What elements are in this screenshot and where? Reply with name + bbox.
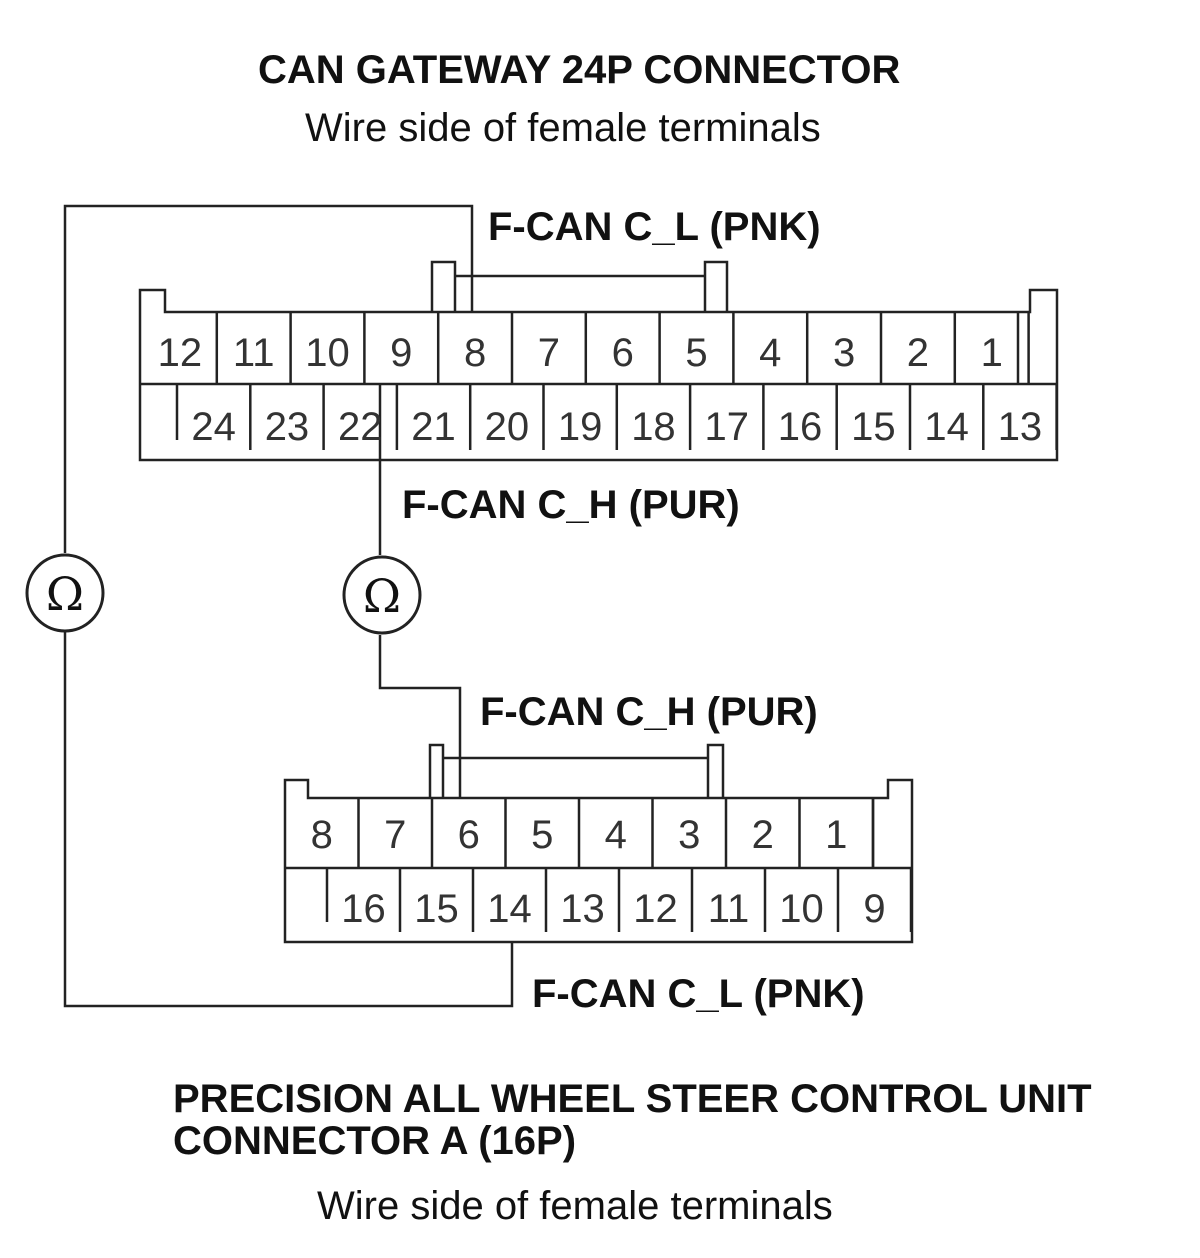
top-row2-pin-21: 21	[411, 405, 456, 449]
top-connector-housing	[138, 260, 1059, 462]
top-row2-pin-15: 15	[851, 405, 896, 449]
bot-row2-pin-11: 11	[708, 887, 750, 931]
bottom-connector-title-line1: PRECISION ALL WHEEL STEER CONTROL UNIT	[173, 1077, 1092, 1121]
top-row1-pin-6: 6	[612, 331, 634, 375]
ohm-symbol-right: Ω	[363, 569, 401, 623]
top-row1-pin-11: 11	[233, 331, 275, 375]
top-row2-pin-13: 13	[998, 405, 1043, 449]
bot-row2-pin-16: 16	[341, 887, 386, 931]
top-row1-pin-7: 7	[538, 331, 560, 375]
bottom-row1-pins: 8 7 6 5 4 3 2 1	[311, 813, 848, 857]
ohm-symbol-left: Ω	[46, 567, 84, 621]
top-row1-pin-4: 4	[759, 331, 781, 375]
top-row2-pin-20: 20	[485, 405, 530, 449]
top-row1-pin-5: 5	[685, 331, 707, 375]
bottom-connector-title-line2: CONNECTOR A (16P)	[173, 1119, 577, 1163]
bot-row1-pin-3: 3	[678, 813, 700, 857]
top-row1-pin-9: 9	[390, 331, 412, 375]
top-row2-pin-19: 19	[558, 405, 603, 449]
top-row2-pin-24: 24	[191, 405, 236, 449]
top-row1-pins: 12 11 10 9 8 7 6 5 4 3 2 1	[158, 331, 1003, 375]
top-connector-subtitle: Wire side of female terminals	[305, 106, 821, 150]
top-row2-pin-17: 17	[705, 405, 750, 449]
wire-f-can-c-l-outer-top	[63, 204, 474, 553]
ohmmeter-right-icon	[342, 555, 422, 635]
wire-label-bottom-pin14: F-CAN C_L (PNK)	[532, 972, 865, 1016]
bot-row1-pin-6: 6	[458, 813, 480, 857]
bot-row2-pin-15: 15	[414, 887, 459, 931]
top-row1-pin-10: 10	[305, 331, 350, 375]
top-row1-pin-8: 8	[464, 331, 486, 375]
top-row2-pin-16: 16	[778, 405, 823, 449]
bottom-connector-housing	[283, 743, 914, 944]
bottom-row2-pins: 16 15 14 13 12 11 10 9	[341, 887, 885, 931]
top-row1-pin-1: 1	[981, 331, 1003, 375]
wire-f-can-c-h-inner-bottom	[378, 635, 462, 798]
top-row2-pin-22: 22	[338, 405, 383, 449]
bottom-connector-subtitle: Wire side of female terminals	[317, 1184, 833, 1228]
bot-row2-pin-10: 10	[779, 887, 824, 931]
top-row1-pin-2: 2	[907, 331, 929, 375]
top-row1-pin-3: 3	[833, 331, 855, 375]
top-row2-pins: 24 23 22 21 20 19 18 17 16 15 14 13	[191, 405, 1042, 449]
wire-label-top-pin8: F-CAN C_L (PNK)	[488, 205, 821, 249]
bot-row1-pin-2: 2	[752, 813, 774, 857]
bot-row2-pin-12: 12	[633, 887, 678, 931]
wire-label-top-pin22: F-CAN C_H (PUR)	[402, 483, 740, 527]
top-row2-pin-18: 18	[631, 405, 676, 449]
bot-row2-pin-9: 9	[863, 887, 885, 931]
wire-f-can-c-l-outer-bottom	[63, 632, 514, 1008]
bot-row1-pin-1: 1	[825, 813, 847, 857]
top-row2-pin-23: 23	[265, 405, 310, 449]
top-row2-pin-14: 14	[924, 405, 969, 449]
top-connector-title: CAN GATEWAY 24P CONNECTOR	[258, 48, 901, 92]
top-row1-pin-12: 12	[158, 331, 203, 375]
bot-row2-pin-13: 13	[560, 887, 605, 931]
bot-row1-pin-7: 7	[384, 813, 406, 857]
wire-label-bottom-pin6: F-CAN C_H (PUR)	[480, 690, 818, 734]
ohmmeter-left-icon	[25, 553, 105, 633]
bot-row2-pin-14: 14	[487, 887, 532, 931]
bot-row1-pin-4: 4	[605, 813, 627, 857]
bot-row1-pin-5: 5	[531, 813, 553, 857]
bot-row1-pin-8: 8	[311, 813, 333, 857]
